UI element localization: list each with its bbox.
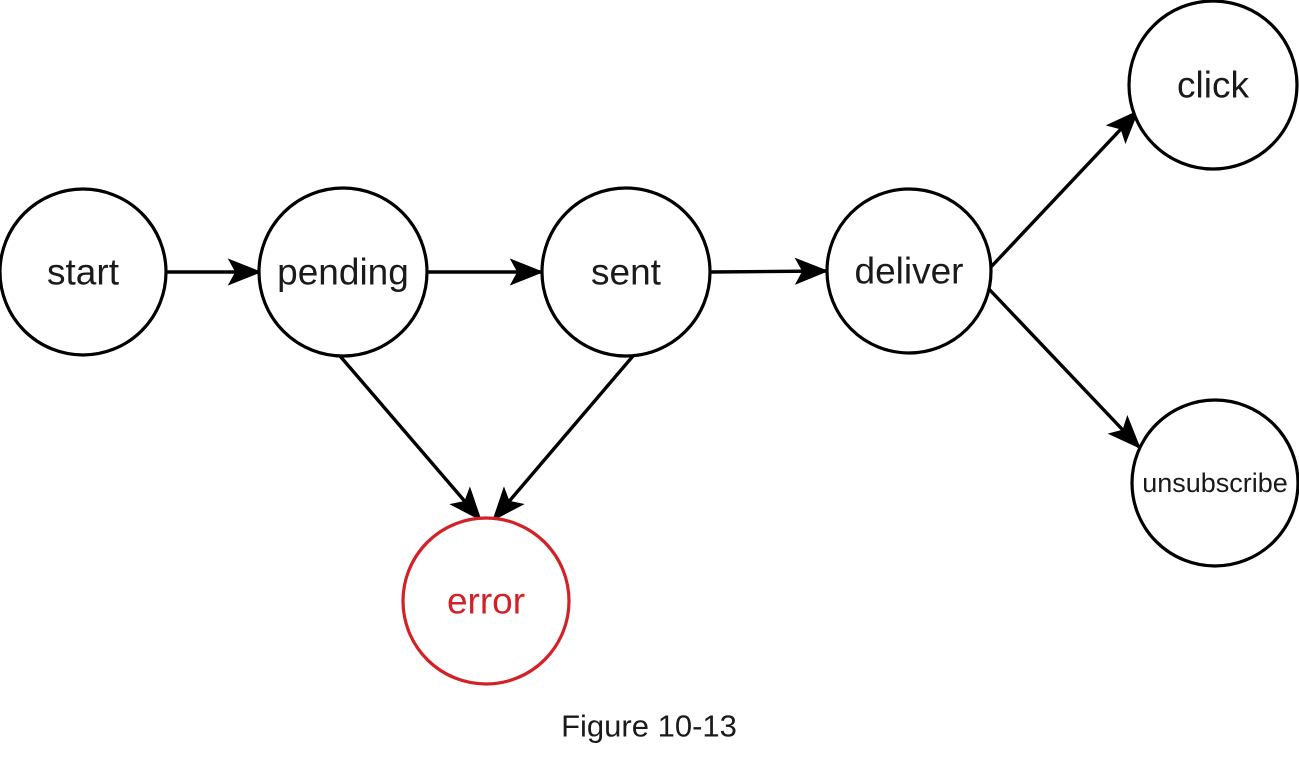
node-label-click: click [1177, 65, 1249, 106]
node-circle-sent[interactable] [540, 186, 712, 358]
node-circle-error[interactable] [401, 516, 571, 686]
node-circle-start[interactable] [0, 187, 168, 357]
node-label-unsubscribe: unsubscribe [1142, 468, 1288, 498]
node-deliver[interactable]: deliver [825, 187, 993, 355]
node-pending[interactable]: pending [257, 186, 429, 358]
node-circle-click[interactable] [1127, 0, 1299, 171]
figure-caption: Figure 10-13 [561, 709, 737, 744]
edge-pending-to-error [338, 354, 482, 522]
node-label-error: error [447, 581, 525, 622]
node-sent[interactable]: sent [540, 186, 712, 358]
node-circle-deliver[interactable] [825, 187, 993, 355]
edge-deliver-to-unsubscribe [986, 286, 1141, 449]
node-label-start: start [47, 252, 120, 293]
node-circle-pending[interactable] [257, 186, 429, 358]
node-label-pending: pending [277, 252, 409, 293]
nodes-layer: start pending sent deliver click unsubscribe e… [0, 0, 1299, 686]
edge-sent-to-error [492, 354, 635, 522]
node-click[interactable]: click [1127, 0, 1299, 171]
edges-layer [167, 110, 1141, 522]
node-start[interactable]: start [0, 187, 168, 357]
edge-deliver-to-click [988, 110, 1139, 270]
node-label-deliver: deliver [855, 251, 964, 292]
edge-sent-to-deliver [710, 257, 829, 285]
node-unsubscribe[interactable]: unsubscribe [1130, 398, 1299, 568]
node-label-sent: sent [591, 252, 662, 293]
node-error[interactable]: error [401, 516, 571, 686]
node-circle-unsubscribe[interactable] [1130, 398, 1299, 568]
